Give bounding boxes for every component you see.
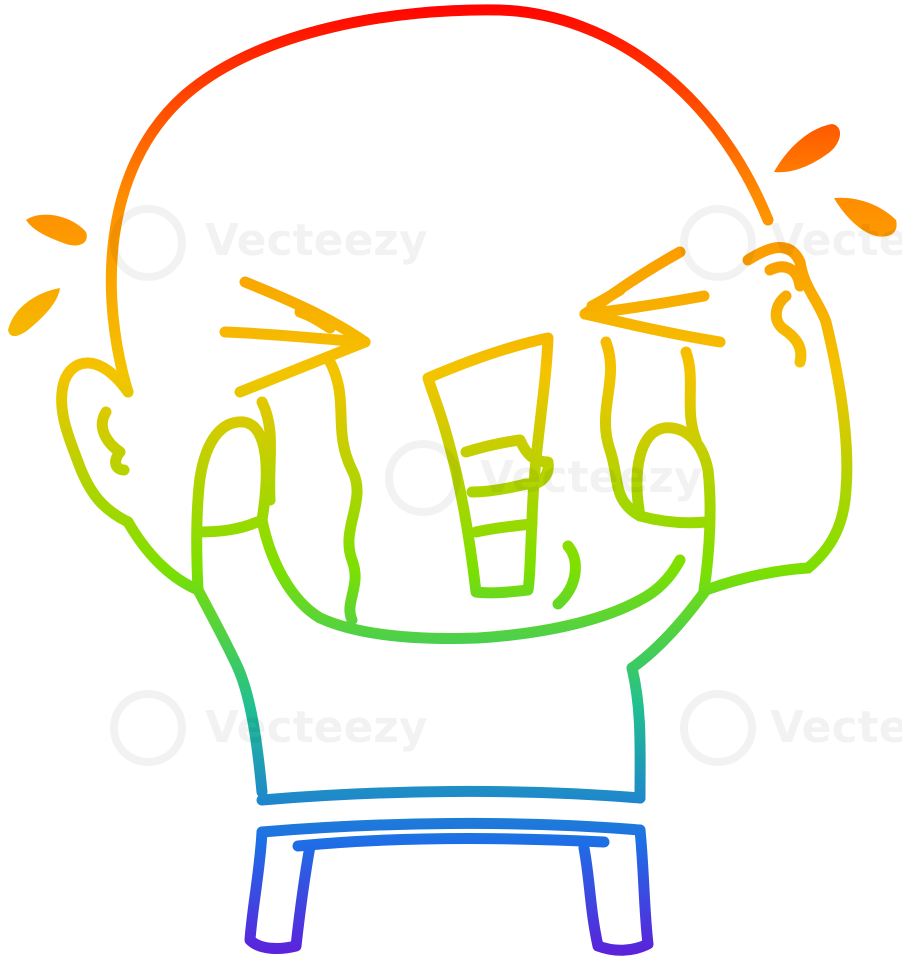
neck-left: [192, 584, 244, 674]
tear-drop-right-upper: [774, 124, 841, 173]
left-leg: [244, 826, 316, 954]
left-fist: [191, 416, 272, 596]
left-arm: [122, 516, 204, 596]
left-eye-lower: [234, 336, 371, 398]
left-tear-stream-inner: [256, 396, 276, 506]
left-tear-stream: [324, 356, 363, 626]
right-eye-lower: [579, 308, 726, 348]
right-brow-crease: [586, 284, 626, 312]
torso-left: [232, 662, 268, 798]
tear-drop-right-lower: [834, 197, 897, 237]
torso-right: [626, 662, 646, 804]
neck-right: [626, 584, 712, 674]
chin-dimple: [552, 540, 581, 610]
right-tear-stream-inner: [680, 346, 702, 446]
mouth-upper-teeth: [460, 434, 554, 498]
waistband: [256, 785, 646, 806]
right-leg: [578, 824, 654, 956]
left-ear: [56, 357, 134, 528]
jaw-line: [256, 514, 686, 644]
right-arm: [700, 562, 814, 596]
right-hand: [742, 242, 853, 574]
left-ear-inner: [96, 406, 130, 476]
waistband-lower: [256, 817, 646, 838]
mouth-outline: [422, 332, 554, 599]
crotch: [292, 833, 610, 852]
tear-drop-left-lower: [8, 288, 60, 337]
right-tear-stream: [599, 336, 646, 522]
right-fist: [631, 422, 716, 596]
head-outline: [105, 4, 774, 398]
right-hand-fingers: [764, 261, 807, 368]
tear-drop-left-upper: [26, 214, 87, 246]
left-brow-crease: [294, 306, 336, 334]
mouth-lower-teeth: [470, 518, 538, 538]
